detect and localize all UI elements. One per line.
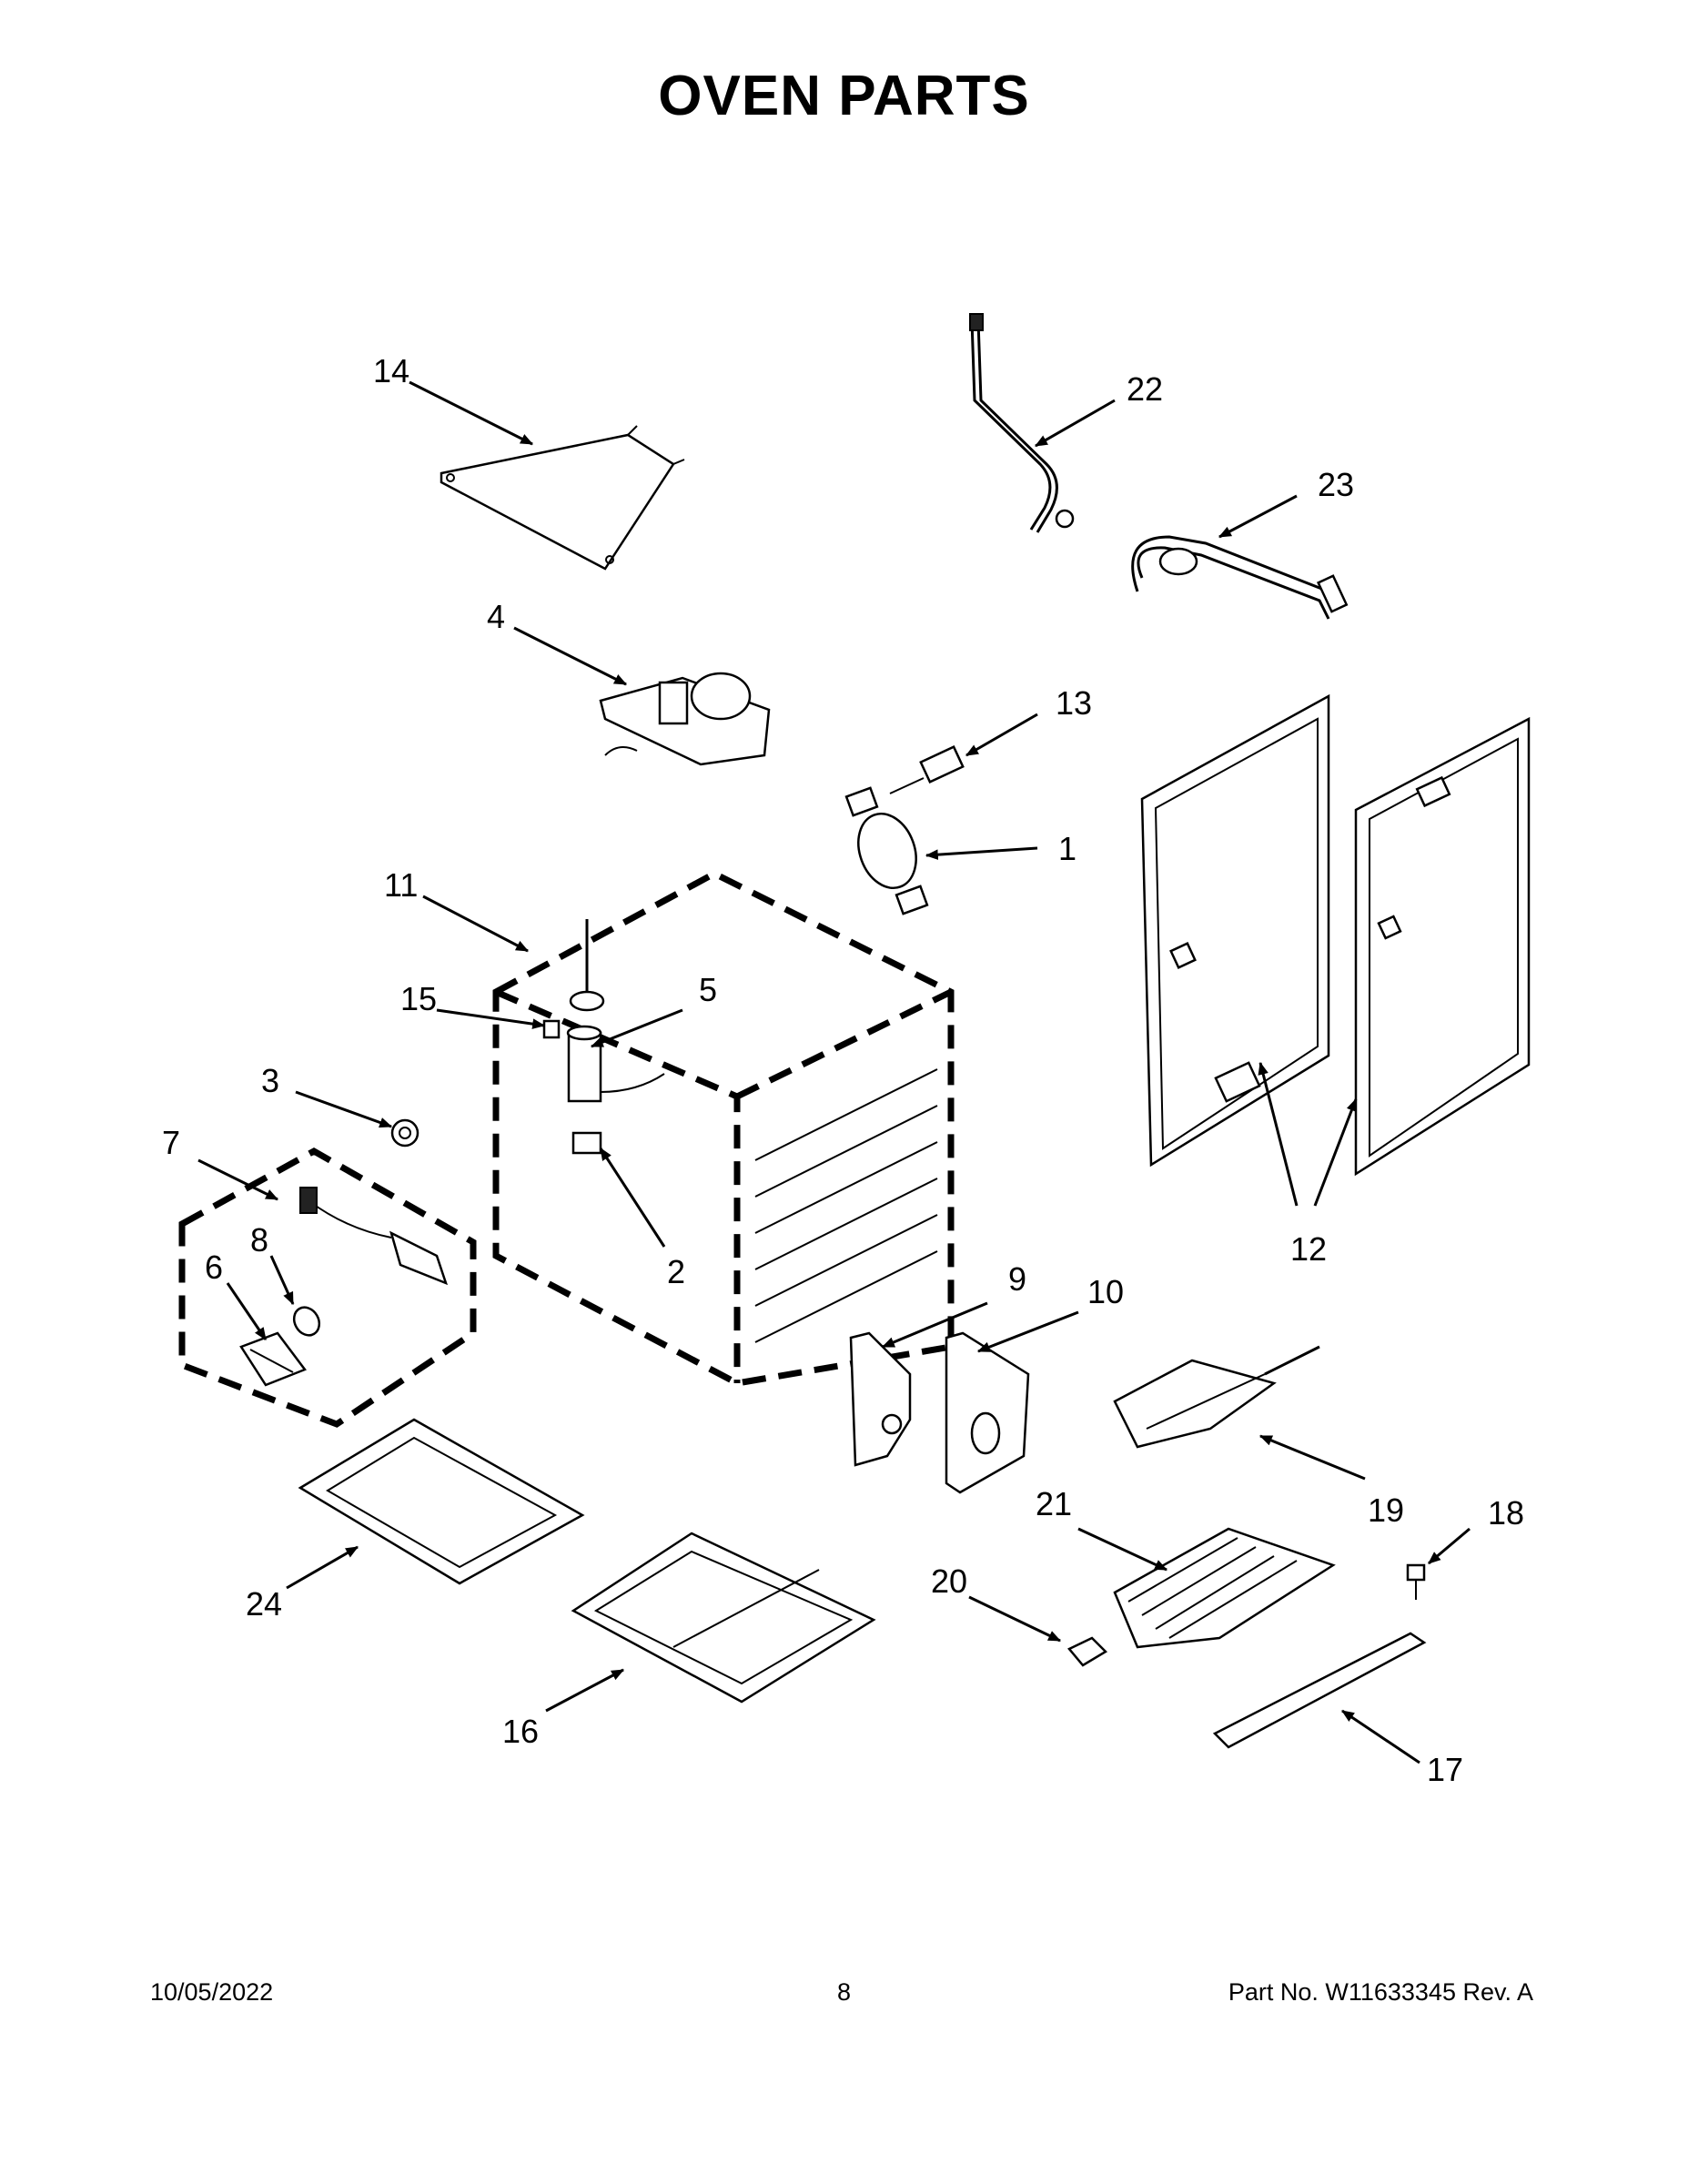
callout-19: 19	[1368, 1491, 1404, 1529]
callout-20: 20	[931, 1562, 967, 1600]
callout-4: 4	[487, 598, 505, 635]
callout-23: 23	[1318, 466, 1354, 503]
part-16-broiler-pan[interactable]	[571, 1532, 876, 1704]
part-11-oven-cavity[interactable]	[492, 870, 955, 1387]
part-18-screw[interactable]	[1406, 1563, 1426, 1600]
footer-part-number: Part No. W11633345 Rev. A	[1228, 1978, 1533, 2006]
callout-2: 2	[667, 1253, 685, 1290]
callout-12: 12	[1290, 1230, 1327, 1268]
part-23-burner-tube[interactable]	[1131, 535, 1349, 620]
callout-24: 24	[246, 1585, 282, 1623]
part-12-side-panels[interactable]	[1140, 693, 1531, 1177]
leader-arrows	[197, 380, 1471, 1764]
callout-9: 9	[1008, 1260, 1026, 1298]
footer-page-number: 8	[836, 1978, 852, 2006]
callout-3: 3	[261, 1062, 279, 1099]
part-1-sensor-bracket[interactable]	[844, 786, 929, 915]
callout-14: 14	[373, 352, 409, 389]
footer-date: 10/05/2022	[150, 1978, 274, 2006]
callout-11: 11	[384, 866, 418, 904]
page-title: OVEN PARTS	[658, 65, 1030, 127]
part-17-rail[interactable]	[1212, 1632, 1427, 1749]
part-24-rack-frame[interactable]	[298, 1418, 585, 1585]
part-13-sensor-screw[interactable]	[889, 745, 965, 794]
part-15-screw[interactable]	[542, 1019, 561, 1039]
callout-22: 22	[1127, 370, 1163, 408]
part-7-light-kit[interactable]	[178, 1147, 477, 1428]
part-3-knob[interactable]	[390, 1118, 419, 1148]
callout-13: 13	[1056, 684, 1092, 722]
callout-8: 8	[250, 1221, 268, 1259]
part-20-clip[interactable]	[1067, 1636, 1108, 1667]
part-8-bulb[interactable]	[289, 1303, 325, 1340]
callout-7: 7	[162, 1124, 180, 1161]
callout-5: 5	[699, 971, 717, 1008]
part-2-igniter-bracket[interactable]	[571, 1131, 602, 1155]
callout-1: 1	[1058, 830, 1076, 867]
callout-17: 17	[1427, 1751, 1463, 1788]
part-4-valve-assembly[interactable]	[599, 672, 771, 766]
callout-21: 21	[1036, 1485, 1072, 1522]
part-19-broil-burner[interactable]	[1113, 1345, 1320, 1449]
callout-15: 15	[400, 980, 437, 1017]
callout-18: 18	[1488, 1494, 1524, 1532]
part-22-gas-tube[interactable]	[969, 313, 1075, 533]
part-9-hinge-bracket[interactable]	[849, 1331, 912, 1467]
callout-6: 6	[205, 1249, 223, 1286]
part-21-bake-burner[interactable]	[1113, 1527, 1336, 1649]
part-10-hinge-bracket[interactable]	[945, 1331, 1030, 1494]
part-6-light-lens[interactable]	[239, 1331, 307, 1387]
callout-10: 10	[1087, 1273, 1124, 1310]
part-14-bracket-plate[interactable]	[440, 425, 685, 571]
callout-16: 16	[502, 1713, 539, 1750]
